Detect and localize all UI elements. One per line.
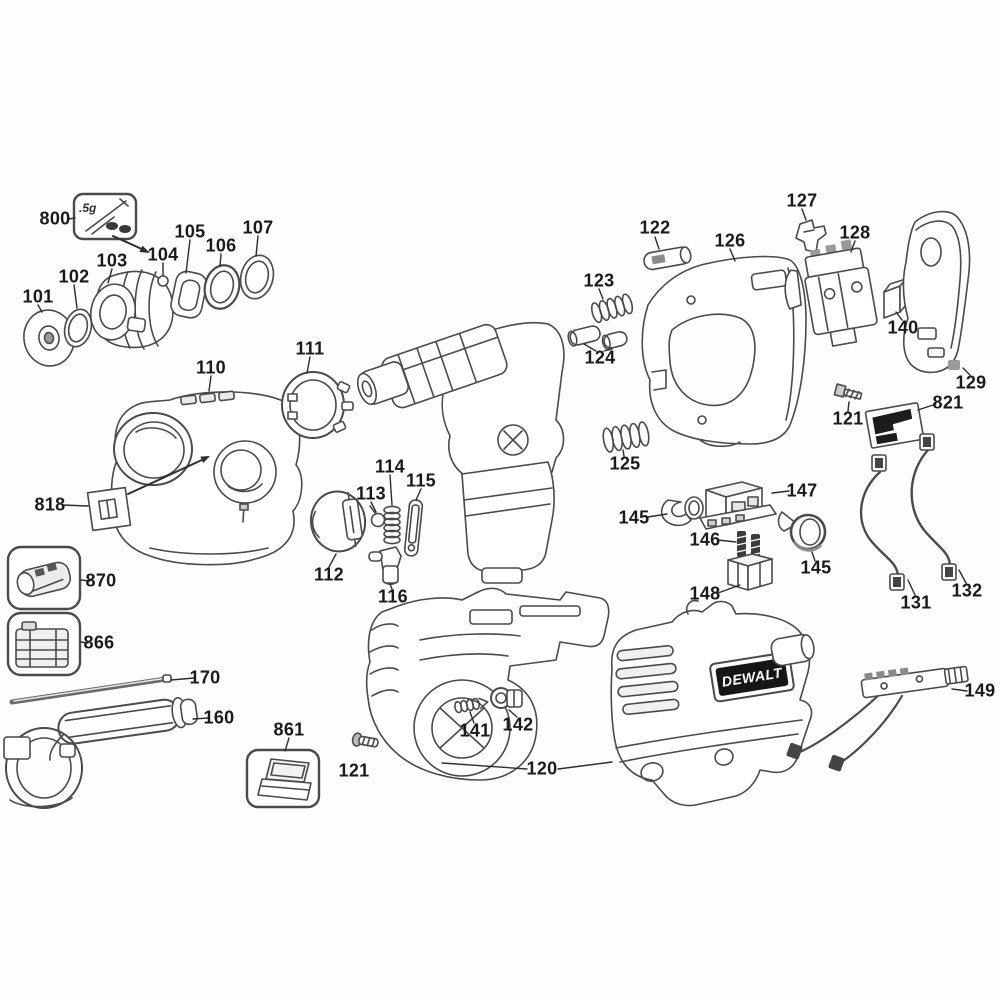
part-label-821: 821: [932, 392, 964, 413]
arrow-800-to-104: [112, 235, 150, 253]
part-label-141: 141: [459, 720, 491, 741]
part-label-111: 111: [295, 338, 325, 359]
part-label-160: 160: [203, 707, 235, 728]
spring-114-drawing: [383, 505, 401, 545]
part-label-102: 102: [58, 266, 90, 287]
button-122-drawing: [643, 246, 692, 271]
part-label-106: 106: [205, 235, 237, 256]
plate-818-drawing: [86, 486, 132, 532]
gear-housing-110-drawing: [110, 390, 303, 566]
part-label-126: 126: [714, 230, 746, 251]
part-label-800: 800: [39, 208, 71, 229]
kit-box-861-drawing: [245, 748, 321, 809]
wire-132-drawing: [910, 433, 957, 581]
part-label-121-housing: 121: [338, 760, 370, 781]
part-label-170: 170: [189, 667, 221, 688]
part-label-123: 123: [583, 270, 615, 291]
button-145-right-drawing: [777, 511, 827, 552]
strip-115-drawing: [403, 499, 424, 557]
part-label-104: 104: [147, 244, 179, 265]
part-label-146: 146: [689, 529, 721, 550]
ring-107-drawing: [239, 254, 275, 300]
part-label-140: 140: [887, 317, 919, 338]
part-label-145-left: 145: [618, 507, 650, 528]
handle-housing-126-drawing: [641, 255, 807, 448]
part-label-145-right: 145: [800, 557, 832, 578]
part-label-113: 113: [356, 483, 386, 504]
part-label-125: 125: [609, 453, 641, 474]
label-821-drawing: [864, 402, 925, 449]
switch-128-drawing: [784, 239, 878, 347]
ring-111-drawing: [281, 371, 354, 439]
part-label-114: 114: [375, 456, 405, 477]
part-label-129: 129: [955, 372, 987, 393]
depth-rod-170-drawing: [9, 674, 172, 705]
ring-102-drawing: [63, 308, 93, 348]
clamshell-120-drawing: [365, 587, 610, 781]
arrow-818-to-110: [127, 456, 210, 495]
washer-101-drawing: [23, 309, 75, 367]
part-label-818: 818: [34, 494, 66, 515]
module-147-drawing: [699, 481, 777, 530]
block-140-drawing: [883, 278, 907, 319]
box-870-drawing: [6, 545, 82, 611]
ball-104-drawing: [157, 275, 169, 287]
part-label-112: 112: [314, 564, 344, 585]
part-label-127: 127: [786, 190, 818, 211]
part-label-116: 116: [378, 586, 408, 607]
part-label-122: 122: [639, 217, 671, 238]
pin-113-drawing: [369, 505, 386, 528]
part-label-107: 107: [242, 217, 274, 238]
motor-housing-dewalt-drawing: [610, 599, 815, 807]
spring-screw-141-drawing: [454, 697, 489, 714]
screw-121-housing-drawing: [351, 732, 379, 748]
knob-112-drawing: [309, 490, 367, 553]
part-label-149: 149: [964, 680, 996, 701]
part-label-131: 131: [900, 592, 932, 613]
part-label-101: 101: [22, 286, 54, 307]
spring-123-drawing: [590, 293, 634, 324]
bushing-142-drawing: [490, 687, 523, 709]
box-866-drawing: [6, 611, 82, 677]
part-label-142: 142: [502, 714, 534, 735]
grease-kit-drawing: [72, 192, 138, 241]
part-label-120: 120: [526, 758, 558, 779]
plunger-116-drawing: [368, 546, 402, 586]
bracket-127-drawing: [795, 219, 827, 253]
part-label-103: 103: [96, 250, 128, 271]
part-label-861: 861: [273, 719, 305, 740]
grease-note-text: .5g: [79, 201, 97, 215]
block-148-drawing: [727, 553, 773, 591]
pins-124-drawing: [567, 325, 628, 350]
screw-121-handle-drawing: [833, 383, 863, 400]
gasket-105-drawing: [170, 270, 208, 319]
part-label-124: 124: [584, 347, 616, 368]
handle-cover-129-drawing: [902, 210, 971, 374]
harness-149-drawing: [786, 665, 969, 772]
part-label-148: 148: [689, 583, 721, 604]
part-label-132: 132: [951, 580, 983, 601]
part-label-121-handle: 121: [832, 408, 864, 429]
part-label-110: 110: [196, 357, 226, 378]
ring-106-drawing: [203, 264, 241, 310]
part-label-105: 105: [174, 221, 206, 242]
wire-131-drawing: [859, 454, 905, 591]
part-label-115: 115: [406, 470, 436, 491]
part-label-128: 128: [839, 222, 871, 243]
part-label-870: 870: [85, 570, 117, 591]
spring-125-drawing: [602, 421, 650, 453]
clip-145-left-drawing: [660, 496, 704, 527]
side-handle-160-drawing: [3, 696, 198, 809]
power-unit-drawing: [356, 321, 565, 584]
part-label-147: 147: [786, 480, 818, 501]
leader-lines: [37, 208, 971, 770]
part-label-866: 866: [83, 632, 115, 653]
